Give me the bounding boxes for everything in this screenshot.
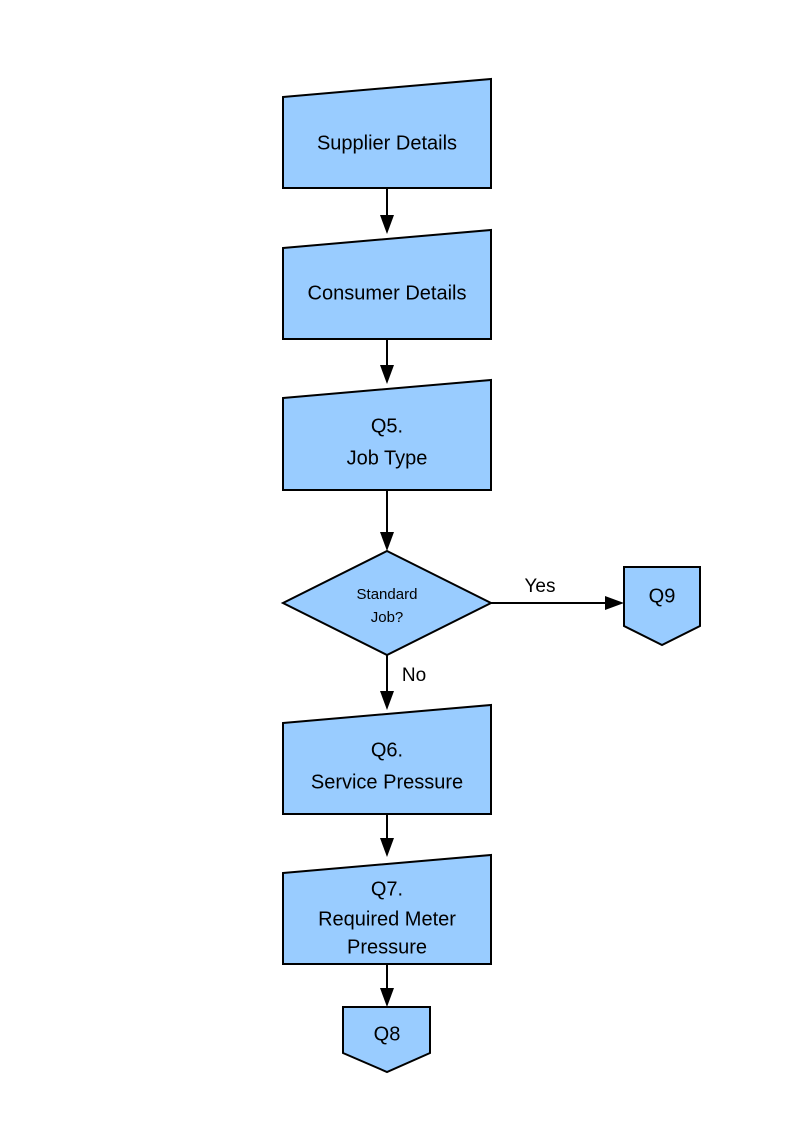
- node-q7-required-meter-pressure[interactable]: Q7. Required Meter Pressure: [282, 853, 492, 965]
- node-label-q5-line2: Job Type: [347, 447, 428, 469]
- node-label-q9: Q9: [649, 585, 676, 607]
- edge-consumer-to-q5: [380, 339, 394, 384]
- node-label-q5-line1: Q5.: [371, 415, 403, 437]
- node-label-consumer-details: Consumer Details: [308, 282, 467, 304]
- edge-q6-to-q7: [380, 814, 394, 857]
- node-label-decision-line2: Job?: [371, 609, 404, 626]
- edge-label-yes: Yes: [525, 576, 556, 597]
- edge-q5-to-decision: [380, 490, 394, 551]
- edge-decision-to-q6: No: [380, 655, 426, 710]
- node-label-q8: Q8: [374, 1023, 401, 1045]
- node-label-supplier-details: Supplier Details: [317, 132, 457, 154]
- node-supplier-details[interactable]: Supplier Details: [282, 77, 492, 189]
- node-q8[interactable]: Q8: [342, 1006, 431, 1074]
- edge-label-no: No: [402, 665, 426, 686]
- node-label-q7-line3: Pressure: [347, 936, 427, 958]
- node-label-q6-line2: Service Pressure: [311, 771, 463, 793]
- node-consumer-details[interactable]: Consumer Details: [282, 228, 492, 340]
- node-q6-service-pressure[interactable]: Q6. Service Pressure: [282, 703, 492, 815]
- node-q5-job-type[interactable]: Q5. Job Type: [282, 378, 492, 491]
- node-label-q7-line1: Q7.: [371, 878, 403, 900]
- node-standard-job-decision[interactable]: Standard Job?: [280, 549, 494, 657]
- edge-decision-to-q9: Yes: [491, 576, 624, 610]
- node-label-decision-line1: Standard: [357, 586, 418, 603]
- node-label-q6-line1: Q6.: [371, 739, 403, 761]
- node-q9[interactable]: Q9: [623, 566, 701, 647]
- node-label-q7-line2: Required Meter: [318, 908, 456, 930]
- edge-q7-to-q8: [380, 964, 394, 1007]
- edge-supplier-to-consumer: [380, 188, 394, 234]
